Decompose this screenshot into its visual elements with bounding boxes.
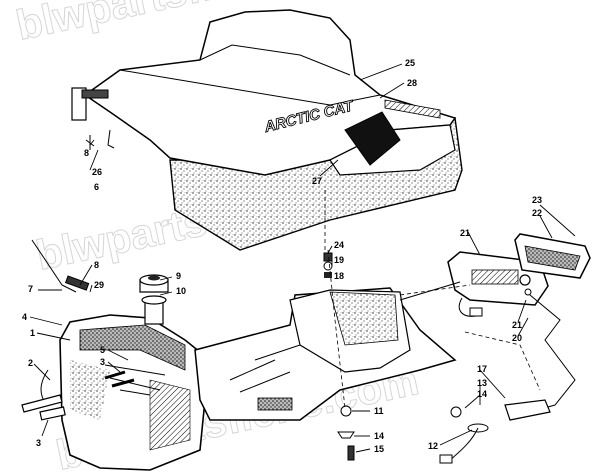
- callout-21: 21: [512, 320, 522, 330]
- callout-19: 21: [460, 228, 470, 238]
- callout-29: 29: [94, 280, 104, 290]
- seat-assembly: ARCTIC CAT: [71, 9, 463, 251]
- callout-16: 18: [334, 271, 344, 281]
- callout-17: 19: [334, 255, 344, 265]
- callout-1: 1: [30, 328, 35, 338]
- callout-12: 12: [428, 441, 438, 451]
- callout-14-right: 14: [477, 389, 487, 399]
- callout-11: 11: [374, 406, 384, 416]
- hardware: [323, 252, 355, 461]
- callout-23: 23: [532, 195, 542, 205]
- callout-7: 7: [28, 284, 33, 294]
- leader-lines: [29, 63, 576, 453]
- seat-pan: [194, 287, 457, 421]
- callout-8-upper: 8: [84, 148, 89, 158]
- callout-8-lower: 8: [94, 260, 99, 270]
- callout-25: 25: [405, 58, 415, 68]
- alignment-lines: [324, 190, 541, 409]
- callout-24: 24: [334, 240, 344, 250]
- callouts: 25 28 27 8 26 6 24 19 18 9 10 8 7 29 4 1…: [22, 58, 542, 454]
- fuel-tank-assembly: [21, 239, 206, 471]
- callout-5: 5: [100, 345, 105, 355]
- callout-4: 4: [22, 312, 27, 322]
- taillight-assembly: [399, 233, 591, 464]
- grommet-24: [323, 252, 333, 262]
- callout-9: 9: [176, 271, 181, 281]
- callout-2: 2: [28, 358, 33, 368]
- callout-3-lower: 3: [36, 438, 41, 448]
- callout-26: 26: [92, 167, 102, 177]
- callout-22: 22: [532, 208, 542, 218]
- callout-18: 17: [477, 364, 487, 374]
- callout-13: 13: [477, 378, 487, 388]
- callout-28: 28: [407, 78, 417, 88]
- callout-15: 15: [374, 444, 384, 454]
- callout-3-upper: 3: [100, 357, 105, 367]
- callout-6: 6: [94, 182, 99, 192]
- wire-harness: [504, 399, 551, 421]
- callout-14-center: 14: [374, 431, 384, 441]
- callout-20: 20: [512, 333, 522, 343]
- seat-latch: [81, 89, 109, 99]
- callout-27: 27: [312, 176, 322, 186]
- callout-10: 10: [176, 286, 186, 296]
